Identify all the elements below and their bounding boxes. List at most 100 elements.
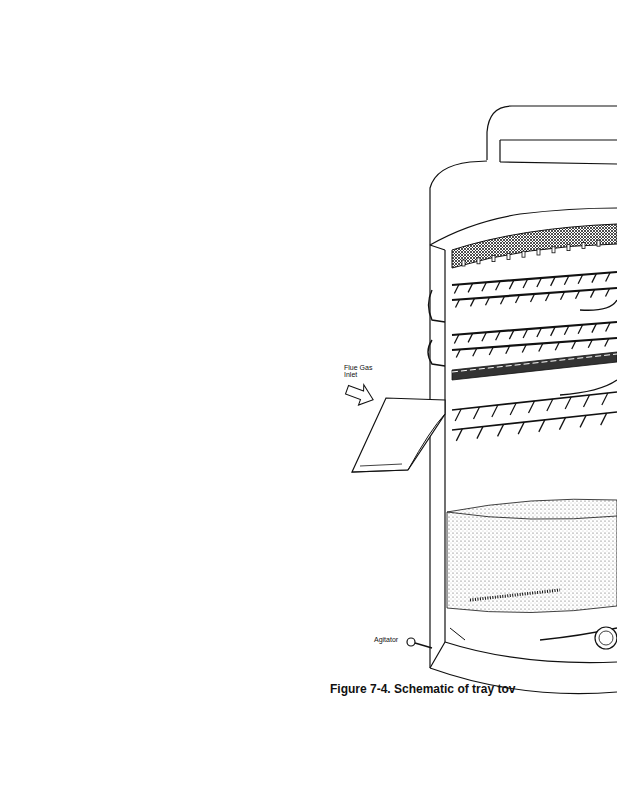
figure-caption: Figure 7-4. Schematic of tray tov — [330, 683, 515, 696]
tray-cap — [537, 249, 540, 255]
spray-nozzle — [509, 330, 514, 339]
spray-nozzle — [531, 294, 535, 302]
cutaway-inner-wall — [444, 250, 445, 642]
spray-nozzle — [468, 283, 473, 292]
tray-mesh — [452, 224, 617, 268]
spray-nozzle — [486, 297, 490, 305]
spray-nozzle — [592, 274, 597, 283]
spray-nozzle — [473, 348, 477, 356]
spray-nozzle — [522, 345, 526, 353]
spray-nozzle — [576, 291, 580, 299]
spray-nozzle — [523, 279, 528, 288]
spray-nozzle — [546, 293, 550, 301]
tray-cap — [582, 242, 585, 248]
spray-pipe — [452, 322, 617, 335]
header-pipe — [428, 340, 445, 366]
spray-nozzle — [564, 276, 569, 285]
part-label: Agitator — [374, 636, 398, 643]
inlet-duct — [352, 398, 445, 472]
spray-nozzle — [509, 280, 514, 289]
header-pipe — [429, 290, 446, 322]
spray-nozzle — [592, 324, 597, 333]
spray-nozzle — [551, 277, 556, 286]
tray-cap — [492, 256, 495, 262]
spray-nozzle — [456, 349, 460, 357]
spray-nozzle — [584, 395, 590, 407]
spray-nozzle — [539, 343, 543, 351]
spray-nozzle — [591, 290, 595, 298]
spray-nozzle — [547, 399, 553, 411]
outlet-box — [487, 106, 617, 160]
tower-shell — [430, 106, 617, 694]
spray-nozzle — [551, 327, 556, 336]
spray-pipe — [452, 412, 617, 430]
spray-nozzle — [578, 325, 583, 334]
spray-nozzle — [492, 405, 498, 417]
spray-nozzle — [474, 407, 480, 419]
spray-nozzle — [496, 331, 501, 340]
spray-nozzle — [572, 341, 576, 349]
spray-pipe — [452, 272, 617, 285]
inlet-duct-edge — [352, 464, 408, 472]
spray-nozzle — [537, 328, 542, 337]
tray-cap — [567, 245, 570, 251]
spray-nozzle — [510, 403, 516, 415]
manway — [595, 627, 617, 649]
cutaway-bottom — [445, 642, 617, 663]
spray-nozzle — [498, 424, 504, 436]
tray-band-holes — [452, 354, 617, 372]
spray-nozzle — [456, 299, 460, 307]
agitator-shaft — [415, 643, 432, 648]
spray-nozzle — [539, 420, 545, 432]
tray-cap — [552, 247, 555, 253]
spray-nozzle — [468, 333, 473, 342]
spray-nozzle — [537, 278, 542, 287]
spray-nozzle — [482, 282, 487, 291]
tower-wall — [429, 245, 430, 668]
nozzle-rows — [452, 240, 617, 441]
spray-nozzle — [529, 401, 535, 413]
spray-nozzle — [559, 418, 565, 430]
spray-nozzle — [471, 298, 475, 306]
spray-nozzle — [506, 346, 510, 354]
tray-band — [452, 352, 617, 380]
spray-nozzle — [523, 329, 528, 338]
slurry-surface — [447, 512, 617, 519]
spray-nozzle — [496, 281, 501, 290]
header-pipe — [580, 300, 617, 310]
spray-nozzle — [454, 334, 459, 343]
spray-nozzle — [588, 340, 592, 348]
gas-flow-arrow — [343, 380, 376, 409]
outlet-box-face — [500, 140, 617, 162]
spray-nozzle — [580, 415, 586, 427]
spray-nozzle — [565, 397, 571, 409]
spray-header — [428, 290, 617, 395]
spray-nozzle — [578, 275, 583, 284]
manway-cover — [599, 631, 613, 645]
spray-nozzle — [605, 339, 609, 347]
spray-nozzle — [555, 342, 559, 350]
inlet-label: Flue Gas Inlet — [344, 364, 374, 379]
spray-nozzle — [606, 273, 611, 282]
tray-cap — [597, 240, 600, 246]
sparger-pipe — [470, 590, 560, 600]
cutaway-edge — [430, 245, 445, 668]
inlet-opening — [408, 414, 445, 470]
spray-nozzle — [561, 292, 565, 300]
spray-nozzle — [606, 323, 611, 332]
tray-cap — [507, 253, 510, 259]
spray-nozzle — [454, 284, 459, 293]
slurry-reservoir — [447, 499, 617, 612]
agitator-motor — [407, 638, 415, 646]
spray-nozzle — [602, 393, 608, 405]
spray-nozzle — [564, 326, 569, 335]
drain-nozzle — [450, 628, 465, 640]
tray-cap — [522, 251, 525, 257]
spray-nozzle — [456, 429, 462, 441]
tray-cap — [477, 258, 480, 264]
spray-nozzle — [501, 296, 505, 304]
spray-nozzle — [477, 427, 483, 439]
spray-nozzle — [601, 413, 607, 425]
tray-cap — [462, 260, 465, 266]
spray-nozzle — [518, 422, 524, 434]
